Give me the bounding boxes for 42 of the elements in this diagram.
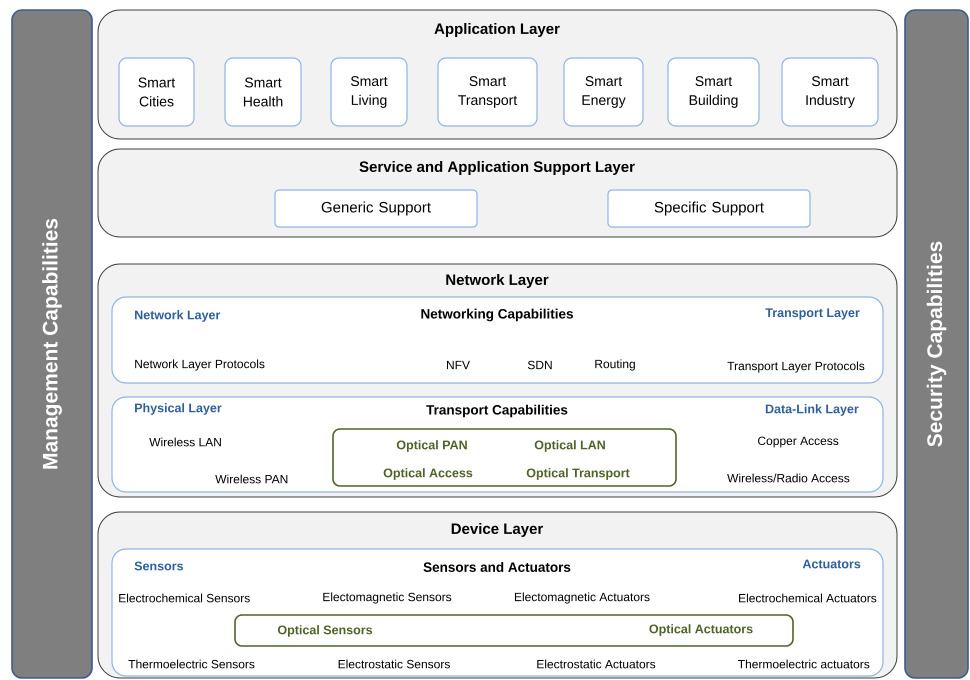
item-label: Electrochemical Actuators	[739, 594, 876, 602]
optical-label: Optical Sensors	[278, 625, 372, 637]
item-label: Wireless PAN	[215, 474, 288, 484]
optical-label: Optical LAN	[534, 440, 605, 452]
layer-label: Transport Layer	[765, 308, 860, 320]
optical-label: Optical Access	[384, 468, 472, 480]
optical-box	[332, 428, 677, 487]
application-box: Smart Transport	[437, 57, 538, 127]
item-label: Electrochemical Sensors	[119, 594, 250, 602]
application-box: Smart Cities	[118, 57, 195, 127]
layer-label: Physical Layer	[135, 403, 222, 415]
support-box: Generic Support	[274, 189, 478, 228]
item-label: Transport Layer Protocols	[727, 361, 864, 373]
optical-label: Optical Transport	[526, 468, 630, 480]
item-label: NFV	[447, 360, 470, 370]
item-label: Electomagnetic Sensors	[323, 592, 452, 604]
optical-label: Optical PAN	[396, 440, 467, 452]
item-label: Wireless LAN	[149, 438, 221, 446]
application-box: Smart Building	[667, 57, 760, 127]
item-label: Wireless/Radio Access	[727, 474, 850, 482]
application-box: Smart Industry	[781, 57, 879, 127]
optical-box	[234, 614, 794, 647]
layer-label: Sensors	[134, 562, 184, 570]
item-label: Routing	[595, 359, 635, 371]
application-box: Smart Living	[330, 57, 408, 127]
application-box: Smart Health	[224, 57, 302, 127]
capability-bar: Management Capabilities	[11, 9, 93, 679]
application-box: Smart Energy	[563, 57, 644, 127]
layer-label: Data-Link Layer	[766, 404, 859, 416]
item-label: Network Layer Protocols	[135, 359, 264, 371]
item-label: Thermoelectric Sensors	[128, 660, 254, 668]
item-label: Electrostatic Actuators	[537, 660, 656, 668]
item-label: Electrostatic Sensors	[338, 660, 450, 668]
optical-label: Optical Actuators	[649, 624, 753, 636]
item-label: Electomagnetic Actuators	[514, 592, 650, 604]
capability-bar: Security Capabilities	[904, 9, 969, 679]
item-label: Thermoelectric actuators	[738, 660, 870, 668]
item-label: Copper Access	[758, 436, 838, 448]
item-label: SDN	[528, 360, 552, 370]
layer-label: Actuators	[802, 560, 860, 568]
layer-label: Network Layer	[135, 310, 220, 322]
support-box: Specific Support	[607, 189, 811, 228]
